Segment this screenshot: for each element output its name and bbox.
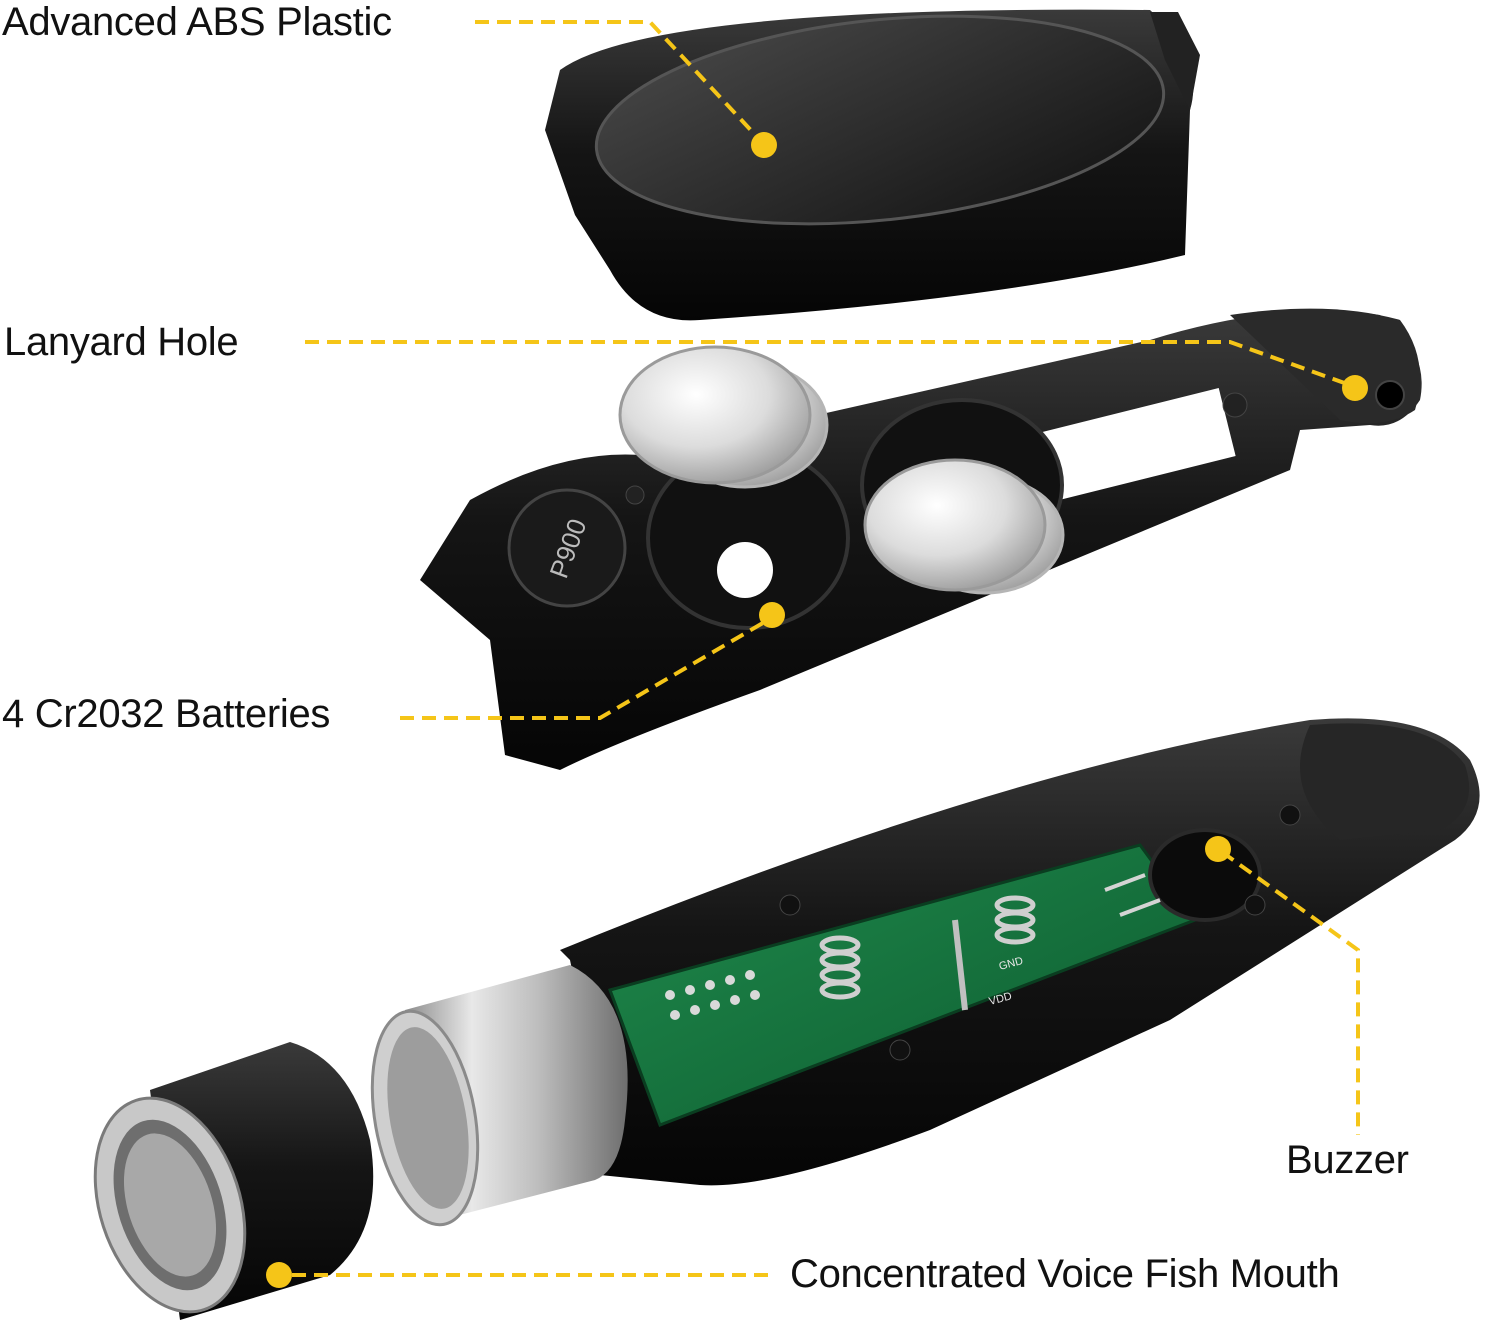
callout-dot: [1205, 836, 1231, 862]
coin-battery: [618, 345, 812, 485]
callout-buzzer: [1220, 850, 1360, 1135]
coin-battery: [863, 458, 1047, 592]
callout-dot: [759, 602, 785, 628]
spring: [819, 895, 1036, 1000]
pcb-pins: [665, 970, 760, 1020]
sound-tube: [370, 965, 628, 1227]
callout-dot: [1342, 375, 1368, 401]
callout-dot: [266, 1262, 292, 1288]
callout-batteries: [400, 618, 770, 720]
bottom-shell: GND VDD: [560, 718, 1480, 1186]
pcb-label-vdd: VDD: [988, 990, 1014, 1008]
label-fish-mouth: Concentrated Voice Fish Mouth: [790, 1252, 1340, 1296]
label-lanyard-hole: Lanyard Hole: [4, 320, 239, 364]
battery-housing: P900: [420, 308, 1422, 770]
callout-lanyard: [305, 340, 1351, 387]
top-shell: [545, 9, 1200, 321]
fish-mouth-cap: [93, 1042, 374, 1320]
label-buzzer: Buzzer: [1286, 1138, 1409, 1182]
callout-dot: [751, 132, 777, 158]
buzzer-coil: [1148, 828, 1262, 922]
label-batteries: 4 Cr2032 Batteries: [2, 692, 331, 736]
label-advanced-abs-plastic: Advanced ABS Plastic: [2, 0, 392, 44]
